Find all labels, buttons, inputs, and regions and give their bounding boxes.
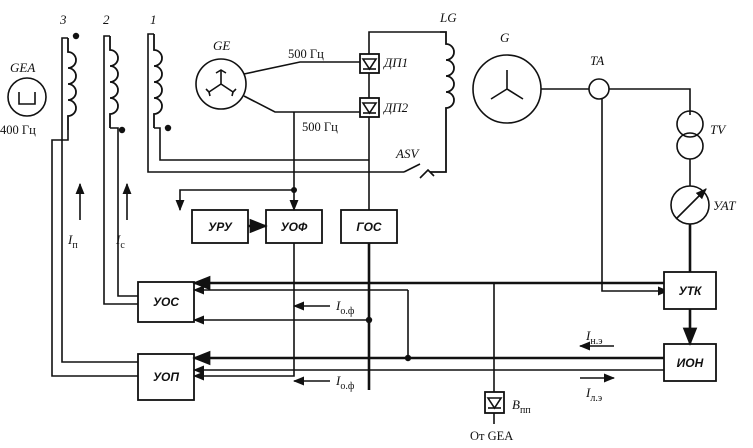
lg-field-coil	[430, 31, 455, 173]
gos-label: ГОС	[356, 220, 382, 234]
freq-top-label: 500 Гц	[288, 47, 324, 61]
freq-bottom-label: 500 Гц	[302, 120, 338, 134]
asv-switch	[403, 163, 435, 179]
coil-3-label: 3	[59, 12, 67, 27]
from-gea-label: От GEA	[470, 429, 513, 443]
coil-1-polarity-dot	[164, 124, 172, 132]
gea-label: GEA	[10, 60, 35, 75]
bpp-label: Впп	[512, 397, 531, 416]
uos-label: УОС	[153, 295, 179, 309]
utk-label: УТК	[679, 284, 703, 298]
gea-frequency: 400 Гц	[0, 123, 36, 137]
coil-2-polarity-dot	[118, 126, 126, 134]
uru-block	[191, 209, 249, 244]
uat-autotransformer	[670, 185, 710, 225]
asv-label: ASV	[395, 146, 420, 161]
ion-block	[663, 343, 717, 382]
uru-label: УРУ	[208, 220, 233, 234]
gos-block	[340, 209, 398, 244]
ta-label: TA	[590, 53, 604, 68]
ine-label: Iн.э	[585, 328, 603, 347]
rectifier-bpp	[484, 391, 505, 414]
ge-label: GE	[213, 38, 230, 53]
iof1-label: Iо.ф	[335, 298, 355, 317]
coil-3	[61, 32, 138, 363]
rectifier-dp2	[359, 97, 380, 118]
dp1-label: ДП1	[382, 55, 408, 70]
coil-3-polarity-dot	[72, 32, 80, 40]
g-generator	[472, 54, 542, 124]
ion-label: ИОН	[677, 356, 704, 370]
lg-label: LG	[439, 10, 457, 25]
ile-label: Iл.э	[585, 385, 602, 404]
uof-label: УОФ	[281, 220, 308, 234]
g-label: G	[500, 30, 510, 45]
coil-1	[147, 33, 404, 173]
dp2-label: ДП2	[382, 100, 409, 115]
ta-current-transformer	[588, 78, 610, 100]
iof2-label: Iо.ф	[335, 373, 355, 392]
coil-2-label: 2	[103, 12, 110, 27]
ge-generator	[195, 58, 247, 110]
tv-voltage-transformer	[676, 110, 704, 160]
uos-block	[137, 281, 195, 323]
rectifier-dp1	[359, 53, 380, 74]
tv-label: TV	[710, 122, 727, 137]
uat-label: УАТ	[713, 198, 736, 213]
ic-label: Iс	[115, 232, 125, 251]
uop-label: УОП	[153, 370, 179, 384]
coil-1-label: 1	[150, 12, 157, 27]
ip-label: Iп	[67, 232, 78, 251]
gea-generator	[7, 77, 47, 117]
coil-2	[103, 35, 138, 305]
uop-block	[137, 353, 195, 401]
utk-block	[663, 271, 717, 310]
